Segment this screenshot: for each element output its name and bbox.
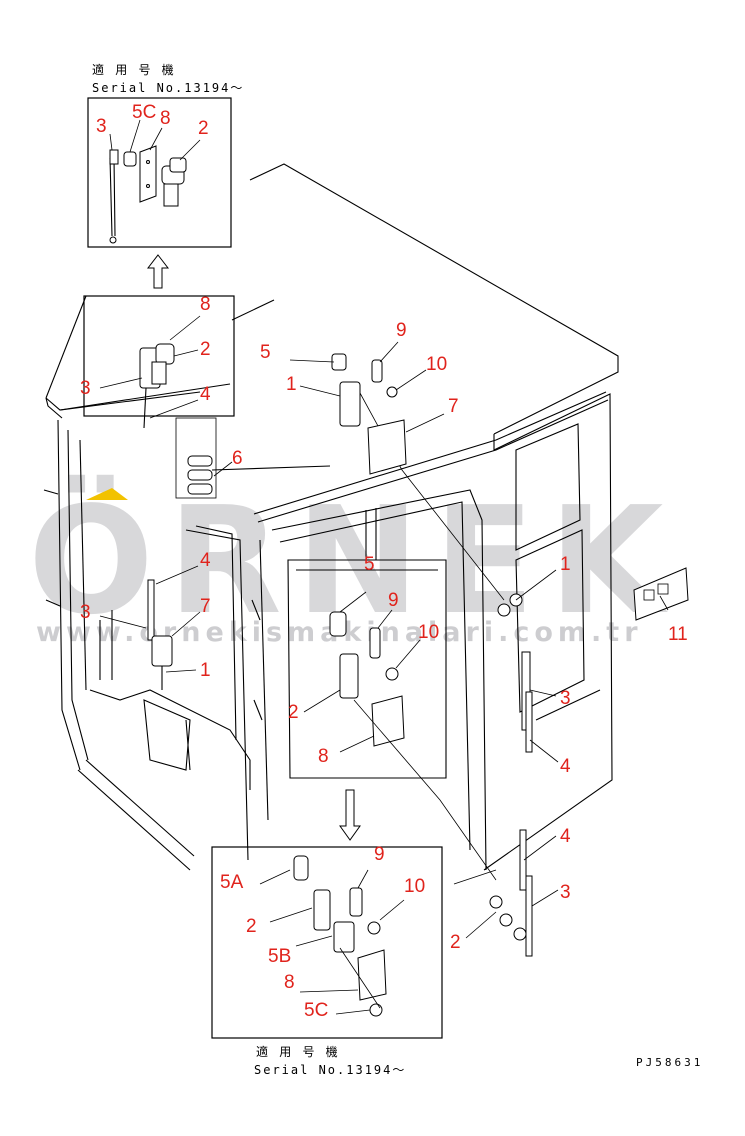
wiper-motor-icon bbox=[139, 343, 175, 690]
callout-left-1: 1 bbox=[200, 660, 211, 681]
callout-left-2: 2 bbox=[200, 339, 211, 360]
callout-center-2: 2 bbox=[288, 702, 299, 723]
callout-top-8: 8 bbox=[160, 108, 171, 129]
callout-bottom-2: 2 bbox=[246, 916, 257, 937]
switch-panel-icon bbox=[187, 455, 213, 495]
callout-roof-9: 9 bbox=[396, 320, 407, 341]
callout-roof-1: 1 bbox=[286, 374, 297, 395]
callouts-roof: 5 9 10 1 7 bbox=[260, 320, 459, 417]
callout-roof-10: 10 bbox=[426, 354, 447, 375]
callout-right-1: 1 bbox=[560, 554, 571, 575]
watermark-accent-icon bbox=[86, 488, 128, 500]
callouts-left: 8 2 3 4 6 4 3 7 1 bbox=[80, 294, 243, 681]
callout-left-3b: 3 bbox=[80, 602, 91, 623]
bottom-inset-title-jp: 適 用 号 機 bbox=[256, 1044, 340, 1059]
callout-roof-7: 7 bbox=[448, 396, 459, 417]
callout-left-6: 6 bbox=[232, 448, 243, 469]
roof-bracket-icon bbox=[331, 353, 407, 475]
decal-icon bbox=[633, 567, 689, 621]
callout-left-3a: 3 bbox=[80, 378, 91, 399]
top-inset: 適 用 号 機 Serial No.13194～ 3 5C 8 2 bbox=[87, 62, 244, 248]
callout-left-4b: 4 bbox=[200, 550, 211, 571]
callout-top-2: 2 bbox=[198, 118, 209, 139]
center-exploded-parts bbox=[329, 611, 497, 881]
bottom-inset: 9 5A 10 2 5B 8 5C 適 用 号 機 Serial No.1319… bbox=[211, 844, 443, 1077]
callout-right-11: 11 bbox=[668, 624, 688, 645]
callout-bottom-9: 9 bbox=[374, 844, 385, 865]
callout-center-5: 5 bbox=[364, 554, 375, 575]
callout-right-4b: 4 bbox=[560, 826, 571, 847]
drawing-code: PJ58631 bbox=[636, 1056, 703, 1069]
callout-bottom-5c: 5C bbox=[304, 1000, 328, 1021]
arrow-up-icon bbox=[146, 254, 170, 289]
bottom-inset-frame bbox=[211, 846, 443, 1039]
left-detail-frame bbox=[83, 295, 235, 417]
callout-bottom-5b: 5B bbox=[268, 946, 291, 967]
callout-right-4a: 4 bbox=[560, 756, 571, 777]
callout-right-2: 2 bbox=[450, 932, 461, 953]
top-inset-frame bbox=[87, 97, 232, 248]
cab-body bbox=[43, 163, 689, 957]
callout-center-10: 10 bbox=[418, 622, 439, 643]
bottom-inset-serial: Serial No.13194～ bbox=[254, 1063, 406, 1077]
callout-center-9: 9 bbox=[388, 590, 399, 611]
callout-right-3: 3 bbox=[560, 688, 571, 709]
callout-left-8: 8 bbox=[200, 294, 211, 315]
right-pin-icon bbox=[489, 593, 527, 941]
top-inset-title-jp: 適 用 号 機 bbox=[92, 62, 176, 77]
callout-roof-5: 5 bbox=[260, 342, 271, 363]
callouts-right: 1 11 3 4 4 3 2 bbox=[450, 554, 688, 953]
callout-center-8: 8 bbox=[318, 746, 329, 767]
callout-left-4a: 4 bbox=[200, 384, 211, 405]
callout-top-5c: 5C bbox=[132, 102, 156, 123]
callout-top-3: 3 bbox=[96, 116, 107, 137]
callout-bottom-8: 8 bbox=[284, 972, 295, 993]
right-wiper-icon bbox=[519, 651, 533, 957]
callout-left-7: 7 bbox=[200, 596, 211, 617]
arrow-down-icon bbox=[339, 789, 361, 841]
callout-bottom-10: 10 bbox=[404, 876, 425, 897]
callout-bottom-5a: 5A bbox=[220, 872, 244, 893]
top-inset-serial: Serial No.13194～ bbox=[92, 81, 244, 95]
callouts-center: 5 9 10 2 8 bbox=[288, 554, 439, 767]
leader-lines bbox=[99, 315, 669, 939]
callout-right-3b: 3 bbox=[560, 882, 571, 903]
